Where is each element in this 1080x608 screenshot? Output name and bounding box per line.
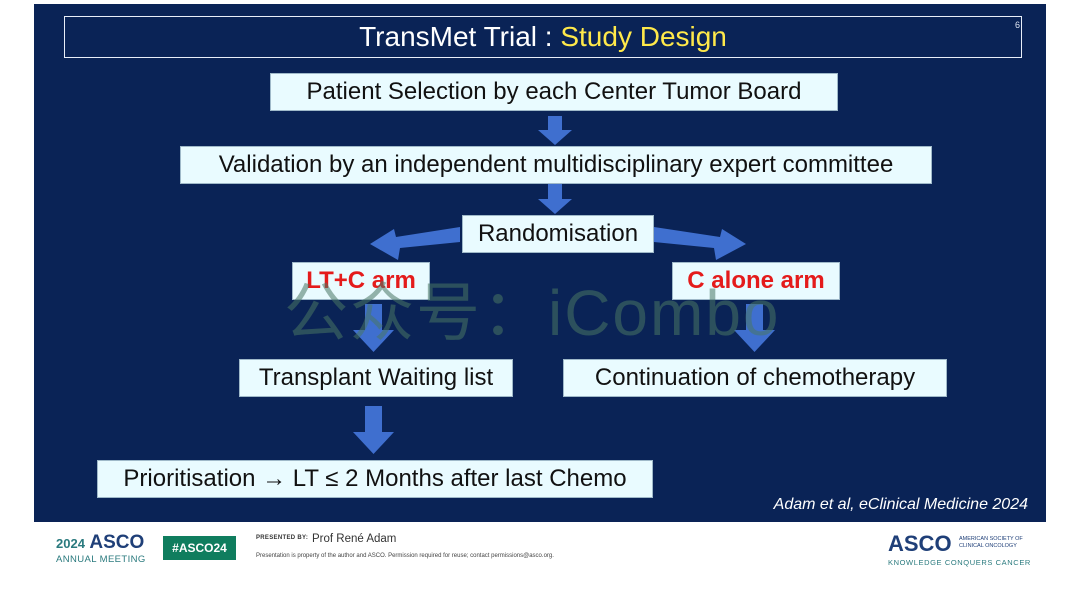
- title-prefix: TransMet Trial :: [359, 21, 553, 52]
- arrow-down-icon: [353, 406, 394, 454]
- patient-selection-box: Patient Selection by each Center Tumor B…: [270, 73, 838, 111]
- footer: 2024 ASCO ANNUAL MEETING #ASCO24 PRESENT…: [0, 522, 1080, 608]
- arrow-down-icon: [538, 116, 572, 145]
- asco-wordmark: ASCO: [89, 532, 145, 553]
- arrow-down-icon: [734, 304, 775, 352]
- c-alone-arm-box: C alone arm: [672, 262, 840, 300]
- lt-c-arm-box: LT+C arm: [292, 262, 430, 300]
- slide-title: TransMet Trial : Study Design: [64, 16, 1022, 58]
- title-highlight: Study Design: [560, 21, 727, 52]
- prioritisation-box: Prioritisation → LT ≤ 2 Months after las…: [97, 460, 653, 498]
- arrows-layer: [353, 116, 775, 454]
- continuation-box: Continuation of chemotherapy: [563, 359, 947, 397]
- waiting-list-box: Transplant Waiting list: [239, 359, 513, 397]
- asco-society-logo: ASCO AMERICAN SOCIETY OF CLINICAL ONCOLO…: [888, 531, 1031, 567]
- society-line-1: AMERICAN SOCIETY OF: [959, 536, 1023, 542]
- validation-box: Validation by an independent multidiscip…: [180, 146, 932, 184]
- asco-wordmark-right: ASCO: [888, 531, 952, 556]
- arrow-down-icon: [538, 184, 572, 214]
- asco-annual-meeting-logo: 2024 ASCO ANNUAL MEETING: [56, 532, 146, 565]
- tagline: KNOWLEDGE CONQUERS CANCER: [888, 558, 1031, 567]
- presented-by-label: PRESENTED BY:: [256, 535, 309, 541]
- presenter-name: Prof René Adam: [312, 533, 397, 545]
- hashtag-badge: #ASCO24: [163, 536, 236, 560]
- arrow-right-diagonal-icon: [654, 227, 746, 260]
- arrow-down-icon: [353, 304, 394, 352]
- randomisation-box: Randomisation: [462, 215, 654, 253]
- meeting-year: 2024: [56, 536, 85, 551]
- arrow-left-diagonal-icon: [370, 227, 460, 260]
- slide: TransMet Trial : Study Design 6 Patient …: [34, 4, 1046, 522]
- slide-number: 6: [1014, 20, 1020, 30]
- disclaimer: Presentation is property of the author a…: [256, 553, 554, 559]
- society-name: AMERICAN SOCIETY OF CLINICAL ONCOLOGY: [959, 536, 1023, 550]
- annual-meeting-label: ANNUAL MEETING: [56, 554, 146, 565]
- society-line-2: CLINICAL ONCOLOGY: [959, 543, 1017, 549]
- citation: Adam et al, eClinical Medicine 2024: [773, 496, 1028, 513]
